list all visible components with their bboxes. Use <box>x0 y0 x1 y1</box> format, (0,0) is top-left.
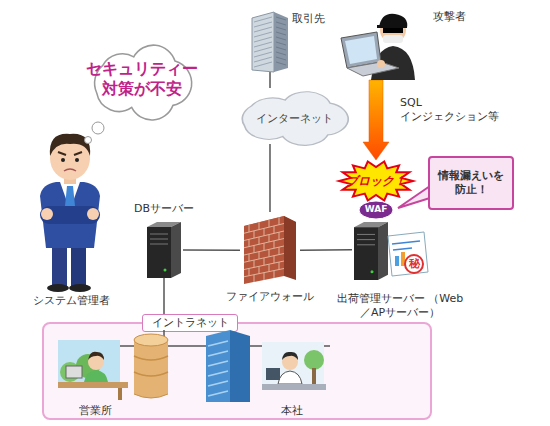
thought-dot <box>92 122 104 134</box>
site-label: 本社 <box>265 404 319 418</box>
firewall-wall: ファイアウォール <box>240 212 300 284</box>
internet-cloud: インターネット <box>222 88 366 144</box>
network-line <box>300 249 352 251</box>
waf-badge: WAF <box>358 200 394 220</box>
app-server: 出荷管理サーバー （Web／APサーバー） <box>352 222 390 280</box>
network-line <box>269 144 271 212</box>
cloud-label: インターネット <box>229 112 359 126</box>
network-line <box>183 249 240 251</box>
partner-building: 取引先 <box>250 10 290 72</box>
thought-dot <box>85 137 92 144</box>
stamp-char: 秘 <box>405 257 423 271</box>
node-label: DBサーバー <box>119 202 209 216</box>
callout-text: 情報漏えいを 防止！ <box>431 169 511 197</box>
thought-bubble: セキュリティー 対策が不安 <box>76 40 208 118</box>
admin-figure <box>40 134 100 292</box>
node-label: ファイアウォール <box>210 290 330 304</box>
zone-tab: イントラネット <box>142 314 238 332</box>
db-server: DBサーバー <box>145 222 183 278</box>
badge-text: WAF <box>365 204 388 215</box>
bldg-shape <box>250 10 290 72</box>
site-label: 営業所 <box>68 404 122 418</box>
node-label: 攻撃者 <box>433 10 493 24</box>
attacker-figure: 攻撃者 <box>335 8 415 80</box>
wall-shape <box>240 212 300 284</box>
role-label: システム管理者 <box>16 294 126 308</box>
secret-document <box>388 232 428 276</box>
node-label: 出荷管理サーバー （Web／APサーバー） <box>335 292 465 320</box>
burst-text: ブロック！ <box>346 174 406 189</box>
server-shape <box>145 222 183 278</box>
callout-box: 情報漏えいを 防止！ <box>428 156 514 210</box>
block-burst: ブロック！ <box>338 160 414 202</box>
bubble-text: セキュリティー 対策が不安 <box>80 59 204 99</box>
edge-label: SQL インジェクション等 <box>400 96 520 124</box>
server-shape <box>352 222 390 280</box>
hacker-shape <box>335 8 415 80</box>
attack-arrow <box>363 80 389 160</box>
network-line <box>269 72 271 88</box>
node-label: 取引先 <box>292 12 352 26</box>
